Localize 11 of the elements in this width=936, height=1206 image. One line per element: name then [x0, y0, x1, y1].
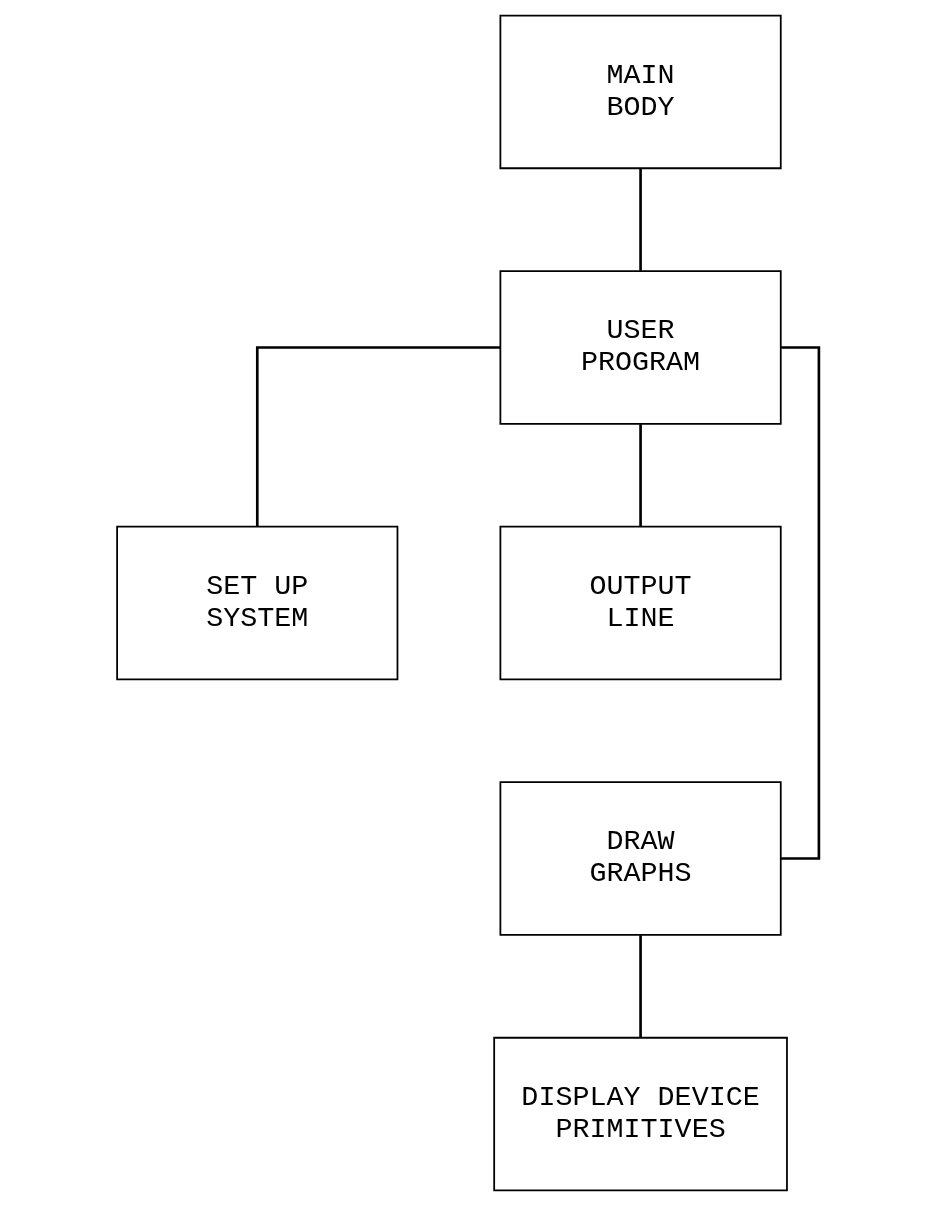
node-box: DISPLAY DEVICE PRIMITIVES	[493, 1036, 788, 1192]
connector	[639, 935, 642, 1038]
node-box: MAIN BODY	[499, 14, 782, 170]
connector	[639, 168, 642, 271]
connector	[639, 424, 642, 527]
node-box: DRAW GRAPHS	[499, 781, 782, 936]
connector	[781, 346, 821, 860]
node-box: SET UP SYSTEM	[116, 525, 399, 681]
connector	[255, 346, 501, 527]
node-box: OUTPUT LINE	[499, 525, 782, 681]
node-box: USER PROGRAM	[499, 270, 782, 425]
